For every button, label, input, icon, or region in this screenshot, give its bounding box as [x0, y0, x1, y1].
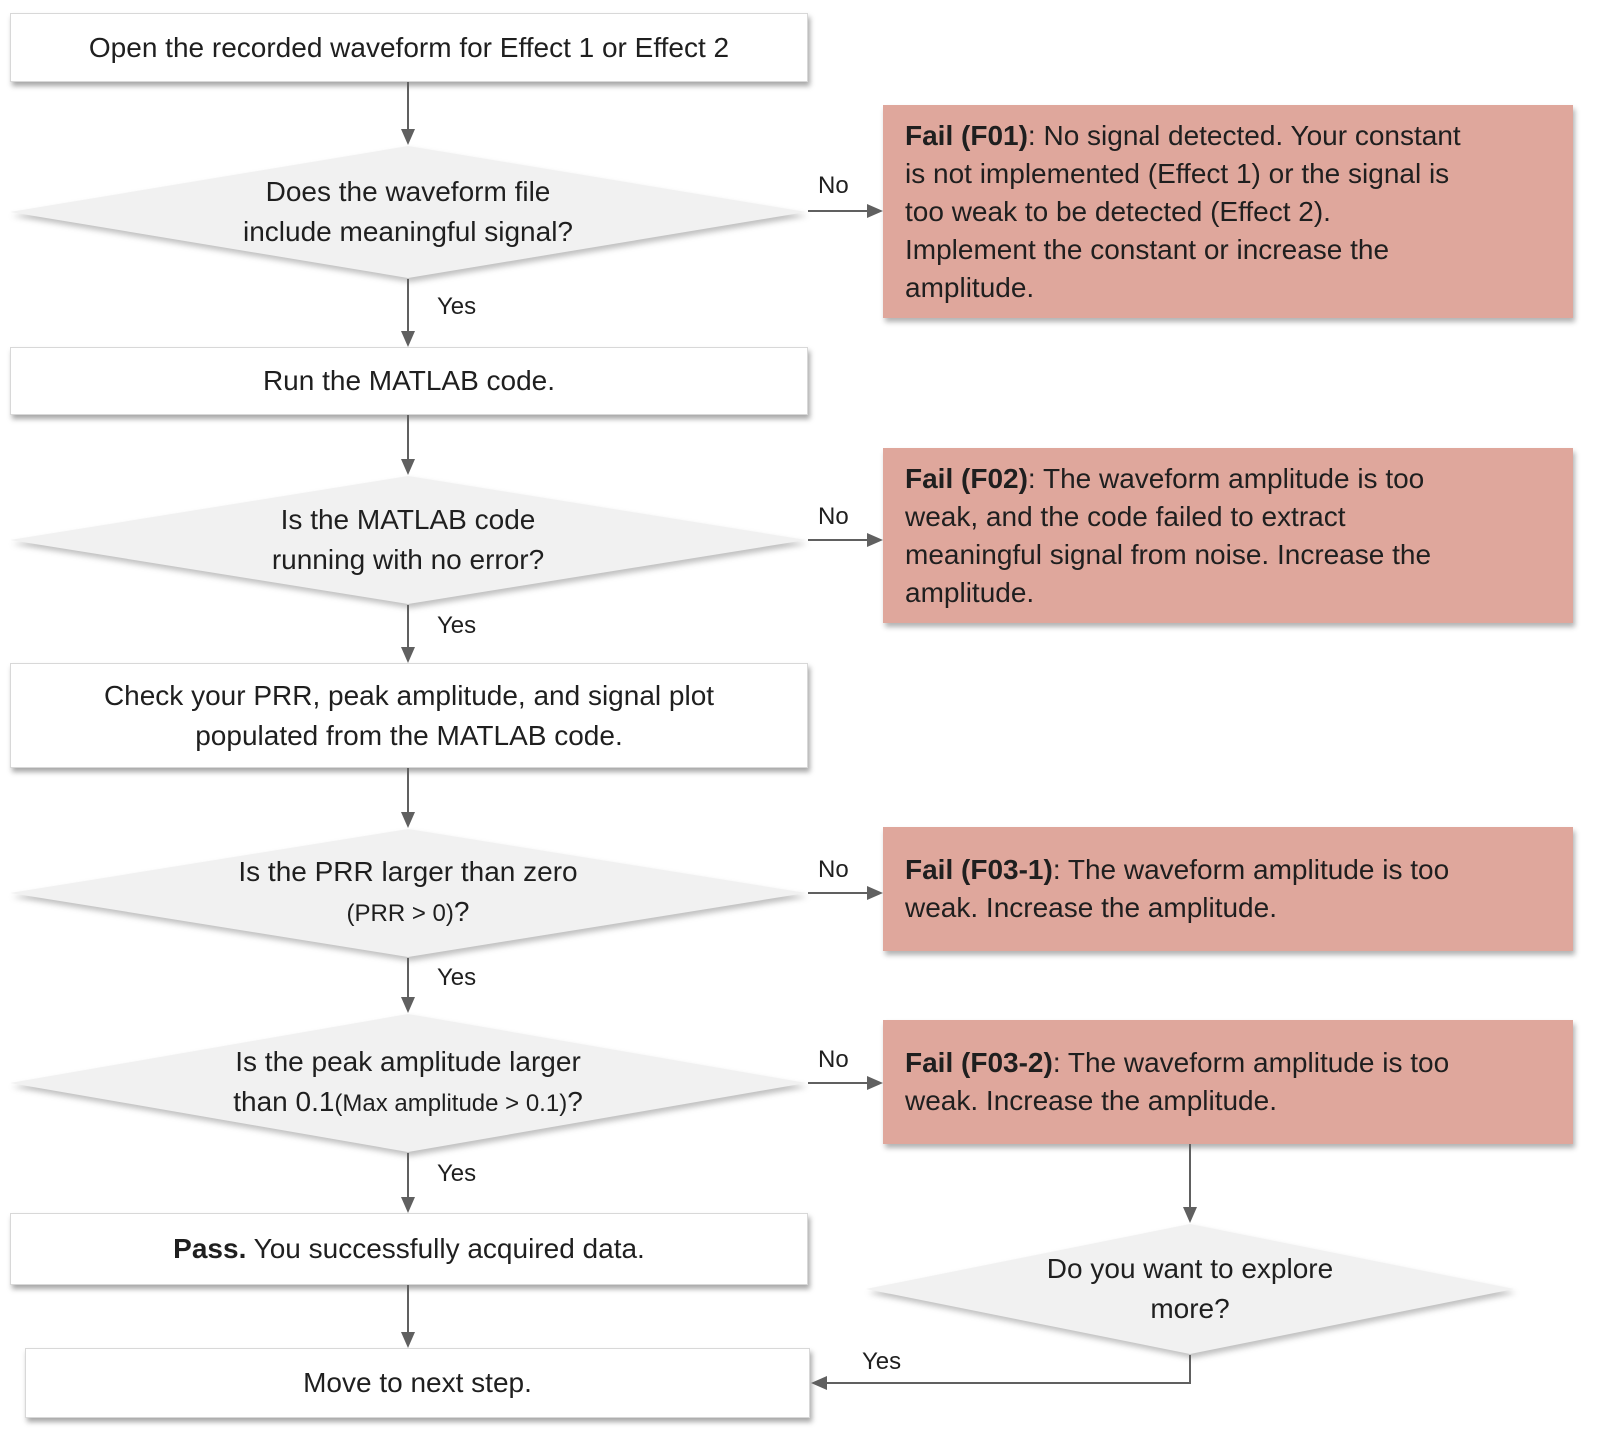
node-fail-f03-2: Fail (F03-2): The waveform amplitude is …	[883, 1020, 1573, 1144]
edge-label-yes: Yes	[437, 1160, 477, 1187]
node-pass-title: Pass.	[173, 1233, 247, 1264]
arrow-error-to-check	[407, 605, 409, 647]
decision-signal: Does the waveform file include meaningfu…	[9, 145, 807, 279]
decision-explore-line2: more?	[1150, 1293, 1230, 1324]
decision-amplitude: Is the peak amplitude larger than 0.1(Ma…	[9, 1013, 807, 1153]
diamond-shape	[10, 1014, 806, 1152]
node-pass-body: You successfully acquired data.	[246, 1233, 645, 1264]
arrow-prr-to-f03-1	[808, 892, 867, 894]
arrowhead-right-icon	[867, 533, 883, 547]
decision-explore-line1: Do you want to explore	[1046, 1253, 1334, 1284]
fail-f02-body: : The waveform amplitude is too weak, an…	[905, 462, 1432, 608]
diamond-shape	[10, 829, 806, 957]
arrow-start-to-signal	[407, 82, 409, 129]
edge-label-no: No	[818, 172, 849, 199]
node-check-outputs-label: Check your PRR, peak amplitude, and sign…	[103, 679, 715, 751]
decision-prr-condition: (PRR > 0)	[346, 900, 454, 927]
fail-f01-title: Fail (F01)	[905, 119, 1028, 151]
decision-amplitude-prefix: than 0.1	[233, 1086, 335, 1117]
decision-amplitude-line1: Is the peak amplitude larger	[235, 1046, 581, 1077]
node-next-step-label: Move to next step.	[303, 1367, 532, 1398]
decision-prr-line1: Is the PRR larger than zero	[238, 856, 578, 887]
decision-no-error-line2: running with no error?	[271, 544, 545, 575]
arrowhead-down-icon	[401, 331, 415, 347]
arrow-check-to-prr	[407, 768, 409, 812]
node-run-matlab-label: Run the MATLAB code.	[262, 365, 556, 396]
decision-signal-line1: Does the waveform file	[265, 176, 551, 207]
edge-label-no: No	[818, 856, 849, 883]
arrow-run-to-error	[407, 415, 409, 459]
arrowhead-down-icon	[401, 812, 415, 828]
diamond-shape	[10, 146, 806, 278]
arrowhead-down-icon	[401, 1197, 415, 1213]
node-start-label: Open the recorded waveform for Effect 1 …	[88, 31, 730, 63]
edge-label-yes: Yes	[437, 964, 477, 991]
arrow-error-to-f02	[808, 539, 867, 541]
arrowhead-down-icon	[401, 1332, 415, 1348]
diamond-shape	[866, 1224, 1514, 1354]
decision-prr-qmark: ?	[453, 896, 470, 927]
fail-f03-2-title: Fail (F03-2)	[905, 1047, 1053, 1078]
arrowhead-right-icon	[867, 204, 883, 218]
diamond-shape	[10, 476, 806, 604]
decision-prr-line2: (PRR > 0)?	[347, 892, 470, 934]
arrowhead-down-icon	[401, 647, 415, 663]
edge-label-yes: Yes	[437, 293, 477, 320]
node-fail-f02: Fail (F02): The waveform amplitude is to…	[883, 448, 1573, 623]
arrowhead-down-icon	[401, 997, 415, 1013]
node-pass-label: Pass. You successfully acquired data.	[173, 1229, 645, 1269]
arrow-f03-2-to-explore	[1189, 1144, 1191, 1207]
arrowhead-right-icon	[867, 886, 883, 900]
decision-no-error-line1: Is the MATLAB code	[280, 504, 536, 535]
fail-f03-2-body: : The waveform amplitude is too weak. In…	[905, 1047, 1450, 1116]
node-check-outputs: Check your PRR, peak amplitude, and sign…	[10, 663, 808, 768]
node-pass: Pass. You successfully acquired data.	[10, 1213, 808, 1285]
node-fail-f03-1: Fail (F03-1): The waveform amplitude is …	[883, 827, 1573, 951]
decision-prr: Is the PRR larger than zero (PRR > 0)?	[9, 828, 807, 958]
arrow-prr-to-amplitude	[407, 958, 409, 997]
arrow-signal-to-f01	[808, 210, 867, 212]
arrow-explore-to-next-vertical	[1189, 1355, 1191, 1383]
arrowhead-down-icon	[401, 129, 415, 145]
decision-explore-more: Do you want to explore more?	[865, 1223, 1515, 1355]
edge-label-no: No	[818, 503, 849, 530]
arrow-signal-to-run	[407, 279, 409, 331]
fail-f01-body: : No signal detected. Your constant is n…	[905, 119, 1461, 303]
arrowhead-right-icon	[867, 1076, 883, 1090]
node-next-step: Move to next step.	[25, 1348, 810, 1418]
node-start: Open the recorded waveform for Effect 1 …	[10, 13, 808, 82]
decision-amplitude-condition: (Max amplitude > 0.1)	[334, 1090, 568, 1117]
node-fail-f01: Fail (F01): No signal detected. Your con…	[883, 105, 1573, 318]
arrowhead-down-icon	[401, 459, 415, 475]
decision-signal-line2: include meaningful signal?	[243, 216, 573, 247]
fail-f03-1-title: Fail (F03-1)	[905, 854, 1053, 885]
arrowhead-left-icon	[811, 1376, 827, 1390]
decision-amplitude-qmark: ?	[567, 1086, 583, 1117]
decision-no-error: Is the MATLAB code running with no error…	[9, 475, 807, 605]
node-run-matlab: Run the MATLAB code.	[10, 347, 808, 415]
fail-f02-title: Fail (F02)	[905, 462, 1028, 494]
arrowhead-down-icon	[1183, 1207, 1197, 1223]
arrow-explore-to-next-horizontal	[826, 1382, 1191, 1384]
arrow-amplitude-to-f03-2	[808, 1082, 867, 1084]
arrow-amplitude-to-pass	[407, 1153, 409, 1197]
edge-label-yes: Yes	[862, 1348, 902, 1375]
edge-label-yes: Yes	[437, 612, 477, 639]
arrow-pass-to-next	[407, 1285, 409, 1332]
decision-amplitude-line2: than 0.1(Max amplitude > 0.1)?	[233, 1082, 583, 1124]
fail-f03-1-body: : The waveform amplitude is too weak. In…	[905, 854, 1450, 923]
edge-label-no: No	[818, 1046, 849, 1073]
